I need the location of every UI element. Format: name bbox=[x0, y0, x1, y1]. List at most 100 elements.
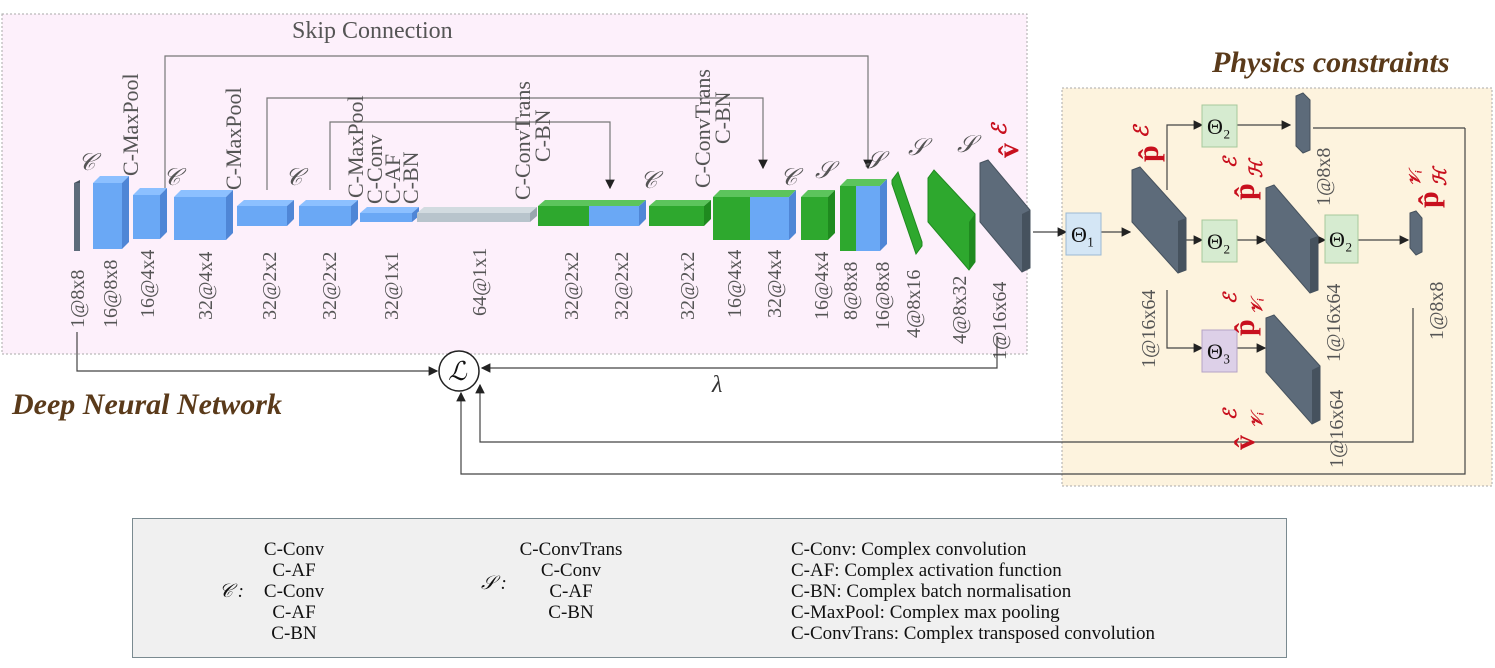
dim-b18: 4@8x32 bbox=[949, 276, 971, 344]
theta-2-box-right: Θ₂ bbox=[1324, 214, 1359, 264]
dim-b15: 8@8x8 bbox=[840, 262, 862, 320]
legend-calS-line: C-AF bbox=[549, 581, 593, 602]
block-b9 bbox=[538, 206, 589, 226]
block-b4 bbox=[174, 197, 226, 240]
block-p2 bbox=[1295, 92, 1311, 154]
svg-text:ℋ: ℋ bbox=[1430, 165, 1450, 186]
dim-b5: 32@2x2 bbox=[259, 252, 281, 320]
legend-calS-symbol: 𝒮 : bbox=[481, 573, 507, 594]
svg-text:ℰ: ℰ bbox=[989, 121, 1011, 136]
block-b5 bbox=[237, 206, 287, 226]
dim-b7: 32@1x1 bbox=[381, 252, 403, 320]
dim-b10: 32@2x2 bbox=[611, 252, 633, 320]
svg-text:ℰ: ℰ bbox=[1220, 407, 1240, 420]
svg-text:ℋ: ℋ bbox=[1246, 157, 1266, 178]
legend-calS-line: C-ConvTrans bbox=[519, 539, 623, 560]
legend-calS-line: C-Conv bbox=[540, 560, 602, 581]
theta-1-box: Θ₁ bbox=[1065, 212, 1102, 256]
maxpool-label-3: C-MaxPool bbox=[343, 95, 368, 198]
legend-calS-block: C-ConvTrans C-Conv C-AF C-BN bbox=[501, 539, 641, 623]
loss-arrows bbox=[76, 128, 1466, 475]
maxpool-label-2: C-MaxPool bbox=[221, 87, 246, 190]
legend-calC-symbol: 𝒞 : bbox=[219, 581, 244, 602]
block-b13 bbox=[750, 197, 789, 240]
loss-node: ℒ bbox=[438, 350, 480, 392]
conv-label-3: C-BN bbox=[398, 151, 423, 204]
dim-b4: 32@4x4 bbox=[195, 252, 217, 320]
dim-p1: 1@16x64 bbox=[1138, 290, 1160, 368]
block-b2 bbox=[93, 183, 122, 249]
conv-label-2: C-AF bbox=[380, 154, 405, 204]
legend-calC-line: C-AF bbox=[272, 560, 316, 581]
svg-text:Θ₂: Θ₂ bbox=[1207, 229, 1231, 254]
physics-dimension-labels: 1@16x64 1@8x8 1@16x64 1@8x8 1@16x64 bbox=[1138, 148, 1448, 468]
block-b1 bbox=[74, 183, 80, 251]
svg-text:𝒱ᵢ: 𝒱ᵢ bbox=[1407, 167, 1424, 186]
network-blocks bbox=[74, 159, 1031, 273]
svg-text:Θ₂: Θ₂ bbox=[1207, 114, 1231, 139]
dim-b17: 4@8x16 bbox=[903, 270, 925, 338]
dim-b3: 16@4x4 bbox=[137, 250, 159, 318]
dim-b14: 16@4x4 bbox=[811, 252, 833, 320]
svg-text:ℰ: ℰ bbox=[1220, 155, 1240, 168]
maxpool-label-1: C-MaxPool bbox=[118, 73, 143, 176]
block-b12 bbox=[713, 197, 750, 240]
dim-b1: 1@8x8 bbox=[67, 270, 89, 328]
dim-p2: 1@8x8 bbox=[1313, 148, 1335, 206]
convtrans-label-1a: C-ConvTrans bbox=[510, 81, 535, 200]
svg-text:ℰ: ℰ bbox=[1131, 123, 1153, 138]
svg-text:Θ₃: Θ₃ bbox=[1207, 339, 1231, 364]
dim-b12: 16@4x4 bbox=[724, 250, 746, 318]
block-b6 bbox=[299, 206, 351, 226]
dim-b13: 32@4x4 bbox=[764, 250, 786, 318]
block-b8 bbox=[417, 213, 530, 222]
skip-connections bbox=[164, 55, 873, 190]
svg-text:𝒱ᵢ: 𝒱ᵢ bbox=[1249, 295, 1266, 314]
dnn-title: Deep Neural Network bbox=[11, 388, 282, 421]
dim-p3: 1@16x64 bbox=[1323, 284, 1345, 362]
legend-definition: C-Conv: Complex convolution bbox=[791, 539, 1027, 560]
theta-3-box: Θ₃ bbox=[1201, 329, 1238, 373]
legend-calS-line: C-BN bbox=[548, 602, 594, 623]
block-b16 bbox=[856, 186, 880, 251]
p-hat-H-E: p̂ bbox=[1228, 183, 1261, 200]
block-b14 bbox=[801, 197, 828, 240]
legend-calC-line: C-Conv bbox=[263, 581, 325, 602]
svg-text:ℰ: ℰ bbox=[1220, 291, 1240, 304]
svg-text:Θ₂: Θ₂ bbox=[1329, 227, 1353, 252]
legend-definition: C-ConvTrans: Complex transposed convolut… bbox=[791, 623, 1155, 644]
v-hat-E-label: v̂ ℰ bbox=[989, 121, 1025, 158]
op-labels: C-MaxPool C-MaxPool C-MaxPool C-Conv C-A… bbox=[118, 69, 735, 204]
p-hat-E: p̂ bbox=[1132, 145, 1165, 162]
dim-b8: 64@1x1 bbox=[469, 248, 491, 316]
physics-region bbox=[1061, 87, 1493, 487]
dim-b16: 16@8x8 bbox=[872, 262, 894, 330]
legend-calC-line: C-AF bbox=[272, 602, 316, 623]
block-b11 bbox=[649, 206, 704, 226]
dim-p4: 1@8x8 bbox=[1426, 282, 1448, 340]
physics-constraints-title: Physics constraints bbox=[1211, 46, 1450, 79]
block-b17 bbox=[891, 170, 923, 256]
dim-b2: 16@8x8 bbox=[100, 260, 122, 328]
block-p4 bbox=[1409, 210, 1423, 256]
legend-box: C-Conv C-AF C-Conv C-AF C-BN 𝒞 : C-ConvT… bbox=[132, 518, 1287, 658]
svg-text:ℒ: ℒ bbox=[448, 357, 468, 386]
block-b3 bbox=[133, 195, 160, 239]
skip-connection-label: Skip Connection bbox=[292, 18, 453, 44]
legend-definition: C-AF: Complex activation function bbox=[791, 560, 1062, 581]
block-b10 bbox=[589, 206, 639, 226]
legend-definition: C-MaxPool: Complex max pooling bbox=[791, 602, 1060, 623]
legend-calC-line: C-BN bbox=[271, 623, 317, 644]
dim-b6: 32@2x2 bbox=[319, 252, 341, 320]
convtrans-label-2b: C-BN bbox=[710, 91, 735, 144]
architecture-diagram: Skip Connection Physics constraints Deep… bbox=[1, 13, 1493, 487]
dim-b19: 1@16x64 bbox=[989, 282, 1011, 360]
p-hat-V-E: p̂ bbox=[1228, 319, 1261, 336]
dim-p5: 1@16x64 bbox=[1326, 390, 1348, 468]
conv-label-1: C-Conv bbox=[362, 134, 387, 204]
legend-definitions: C-Conv: Complex convolution C-AF: Comple… bbox=[791, 539, 1155, 644]
legend-definition: C-BN: Complex batch normalisation bbox=[791, 581, 1072, 602]
svg-text:v̂: v̂ bbox=[992, 143, 1025, 158]
svg-text:Θ₁: Θ₁ bbox=[1071, 222, 1095, 247]
legend-calC-block: C-Conv C-AF C-Conv C-AF C-BN bbox=[239, 539, 349, 644]
